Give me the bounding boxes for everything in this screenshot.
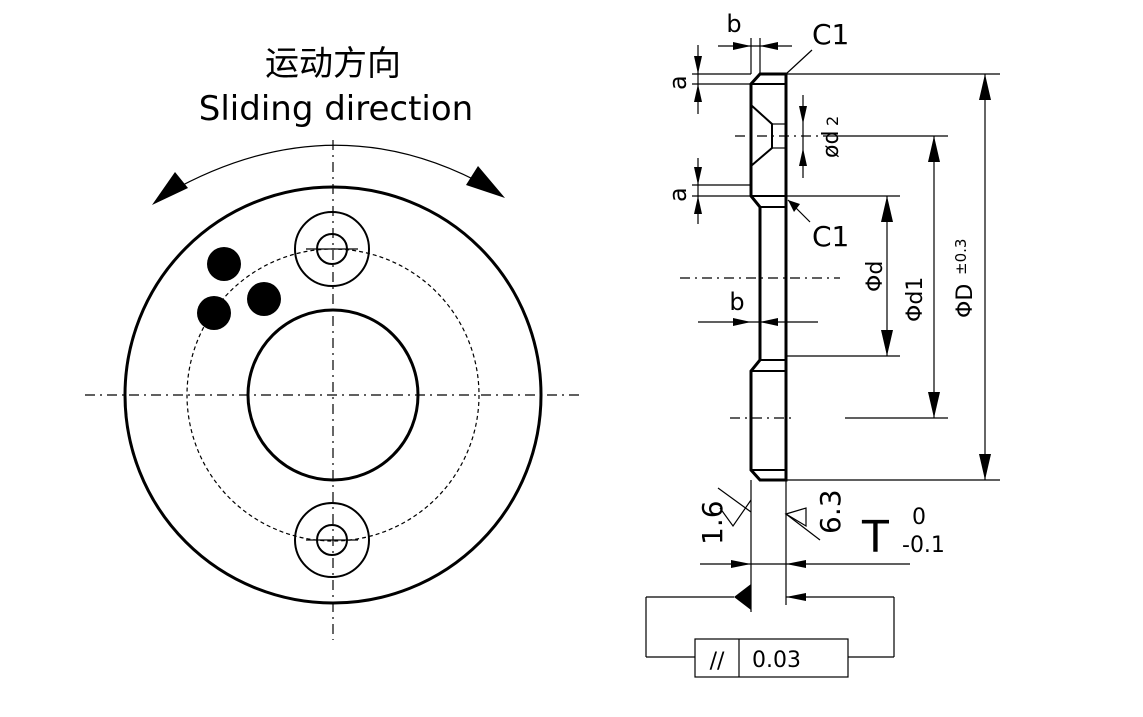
sliding-direction-arc [167,144,491,194]
arrow-down-icon [694,56,702,74]
arrow-up-icon [799,148,807,166]
arrow-right-icon [733,42,751,50]
arrow-up-icon [694,84,702,102]
datum-triangle-icon [734,584,751,610]
arrow-left-icon [760,42,778,50]
tolerance-frame [694,638,849,678]
lubricant-plug [207,247,241,281]
arrow-up-icon [881,196,893,222]
section-view: ΦD ±0.3 Φd1 Φd b C1 a ød 2 [645,10,1000,678]
parallelism-value: 0.03 [752,648,801,673]
arrow-up-icon [694,196,702,214]
arrow-down-icon [881,330,893,356]
arrow-right-icon [466,166,505,198]
roughness-symbol-right [785,513,821,541]
arrow-left-icon [760,318,778,326]
bottom-hole-counterbore [294,502,370,578]
dim-c1-mid: C1 [812,220,849,253]
arrow-down-icon [799,106,807,124]
thickness-label: T [861,512,889,563]
sliding-direction-title-cn: 运动方向 [265,44,401,84]
dim-phi-D-tolerance: ±0.3 [952,239,970,275]
dim-od2: ød [819,131,844,158]
arrow-icon [788,200,800,212]
dim-phi-D: ΦD [953,284,978,318]
arrow-up-icon [979,74,991,100]
thickness-upper-tol: 0 [912,505,926,530]
arrow-down-icon [928,392,940,418]
dim-a-top: a [664,75,692,90]
outer-circle [123,185,543,605]
leader-c1-top [785,49,813,75]
dim-phi-d1: Φd1 [903,277,928,322]
lubricant-plug [197,296,231,330]
arrow-down-icon [979,454,991,480]
arrow-left-icon [786,560,806,568]
dim-phi-d: Φd [863,261,888,292]
top-hole-counterbore [294,211,370,287]
dim-b-mid: b [729,288,744,316]
arrow-left-icon [152,172,188,205]
roughness-symbol-right [784,507,807,528]
inner-bore [246,308,420,482]
arrow-right-icon [733,318,751,326]
roughness-symbol-left [719,499,752,528]
front-view: 运动方向 Sliding direction [85,44,580,640]
arrow-left-icon [786,593,806,601]
arrow-right-icon [731,560,751,568]
sliding-direction-title-en: Sliding direction [199,89,473,129]
lubricant-plug [247,282,281,316]
roughness-right: 6.3 [814,489,847,534]
dim-od2-subscript: 2 [823,116,842,126]
roughness-symbol-left [717,487,752,513]
dim-b-top: b [726,10,741,38]
thickness-lower-tol: -0.1 [902,533,945,558]
parallelism-symbol: // [710,649,725,674]
dim-c1-top: C1 [812,18,849,51]
dim-a-mid: a [664,187,692,202]
roughness-left: 1.6 [696,500,729,545]
arrow-down-icon [694,167,702,185]
arrow-up-icon [928,136,940,162]
washer-profile [749,72,788,482]
